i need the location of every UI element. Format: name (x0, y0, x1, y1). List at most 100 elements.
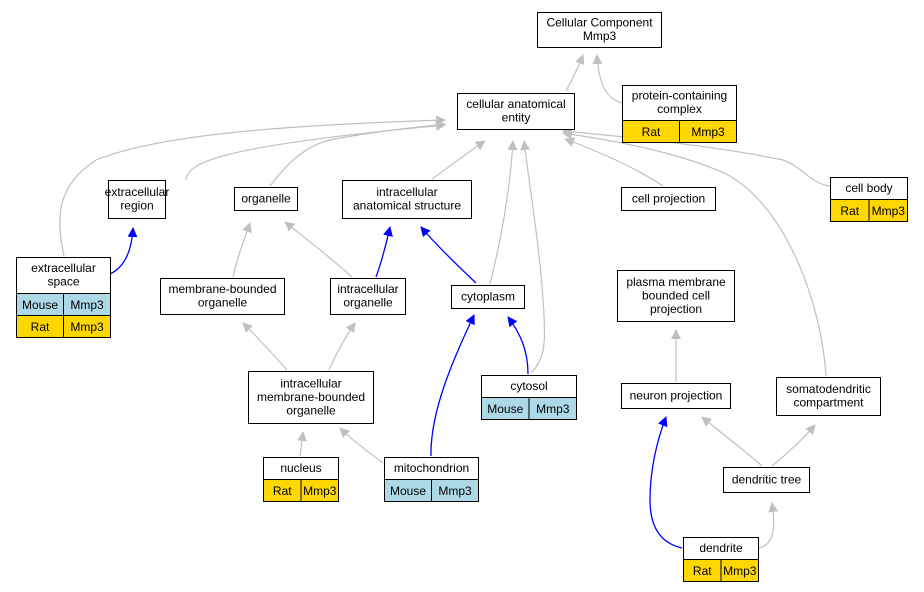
species-label: Rat (642, 125, 661, 139)
edge-membrane-bounded-organelle-to-organelle (232, 222, 252, 278)
species-label: Rat (31, 320, 50, 334)
node-box (457, 93, 575, 130)
node-label-line: intracellular (280, 376, 341, 390)
edge-cell-body-to-anatomical-entity (562, 126, 831, 187)
gene-label: Mmp3 (872, 204, 906, 218)
node-box (537, 12, 662, 48)
node-label-line: space (47, 275, 79, 289)
gene-label: Mmp3 (723, 564, 757, 578)
nodes-layer: Cellular ComponentMmp3protein-containing… (16, 12, 908, 582)
node-box (108, 180, 166, 219)
node-label-line: cell body (845, 181, 892, 195)
edge-somatodendritic-to-anatomical-entity (562, 129, 827, 377)
node-label-line: complex (657, 102, 702, 116)
edge-protein-complex-to-root (565, 54, 585, 92)
node-box (622, 85, 737, 121)
edge-intracellular-organelle-to-intracellular-structure (375, 226, 393, 278)
rat-annotation-cell (300, 479, 339, 502)
node-box (451, 285, 525, 309)
node-neuron-projection[interactable]: neuron projection (621, 383, 731, 409)
node-label-line: cytosol (510, 379, 547, 393)
gene-label: Mmp3 (438, 484, 472, 498)
edge-intracellular-membrane-organelle-to-membrane-bounded-organelle (242, 322, 288, 371)
node-box (342, 180, 472, 219)
node-organelle[interactable]: organelle (234, 187, 298, 211)
gene-label: Mmp3 (303, 484, 337, 498)
edge-cytosol-to-cytoplasm (507, 316, 529, 375)
edge-cytoplasm-to-intracellular-structure (420, 226, 477, 284)
edge-extracellular-space-to-extracellular-region (109, 227, 138, 275)
edges-layer (60, 55, 830, 548)
rat-annotation-cell (679, 120, 737, 143)
node-box (621, 383, 731, 409)
rat-annotation-cell (720, 559, 759, 582)
edge-dendrite-to-neuron-projection (757, 502, 779, 549)
node-cell-projection[interactable]: cell projection (621, 187, 716, 211)
edge-mitochondrion-to-intracellular-membrane-organelle (339, 427, 384, 464)
node-label-line: extracellular (105, 185, 170, 199)
edge-cell-projection-to-anatomical-entity (564, 137, 664, 187)
edge-neuron-projection-to-plasma-membrane-projection (701, 416, 763, 467)
edge-intracellular-structure-to-anatomical-entity (431, 140, 486, 180)
edge-cytosol-to-anatomical-entity (520, 140, 546, 374)
node-label-line: organelle (241, 191, 291, 205)
node-label-line: organelle (198, 296, 248, 310)
node-label-line: cellular anatomical (466, 97, 565, 111)
node-label-line: intracellular (376, 185, 437, 199)
node-label-line: membrane-bounded (257, 390, 365, 404)
mouse-annotation-cell (431, 479, 479, 502)
node-box (776, 377, 881, 416)
node-label-line: extracellular (31, 261, 96, 275)
species-label: Rat (693, 564, 712, 578)
node-box (621, 187, 716, 211)
gene-label: Mmp3 (70, 320, 104, 334)
node-label-line: projection (650, 302, 702, 316)
edge-anatomical-entity-to-root (592, 54, 626, 105)
species-label: Mouse (487, 402, 523, 416)
node-box (617, 270, 735, 322)
node-label-line: organelle (343, 296, 393, 310)
species-label: Rat (273, 484, 292, 498)
node-dendritic-tree[interactable]: dendritic tree (723, 467, 810, 493)
mouse-annotation-cell (528, 397, 577, 420)
node-box (248, 371, 374, 424)
node-box (330, 278, 406, 315)
node-label-line: membrane-bounded (168, 282, 276, 296)
edge-extracellular-region-to-anatomical-entity (185, 120, 446, 181)
species-label: Mouse (390, 484, 426, 498)
node-label-line: Cellular Component (546, 16, 653, 30)
node-label-line: nucleus (280, 461, 321, 475)
species-label: Rat (840, 204, 859, 218)
edge-cytoplasm-to-anatomical-entity (489, 140, 518, 285)
node-label-line: dendrite (699, 541, 743, 555)
node-cytoplasm[interactable]: cytoplasm (451, 285, 525, 309)
node-box (234, 187, 298, 211)
node-label-line: cytoplasm (461, 289, 515, 303)
node-label-line: dendritic tree (732, 472, 802, 486)
edge-organelle-to-anatomical-entity (269, 120, 446, 187)
node-label-line: bounded cell (642, 288, 710, 302)
node-label-line: cell projection (632, 191, 705, 205)
edge-mitochondrion-to-cytoplasm (430, 314, 475, 457)
edge-extracellular-space-to-anatomical-entity (59, 115, 446, 257)
node-label-line: organelle (286, 403, 336, 417)
node-label-line: compartment (793, 396, 864, 410)
gene-label: Mmp3 (536, 402, 570, 416)
